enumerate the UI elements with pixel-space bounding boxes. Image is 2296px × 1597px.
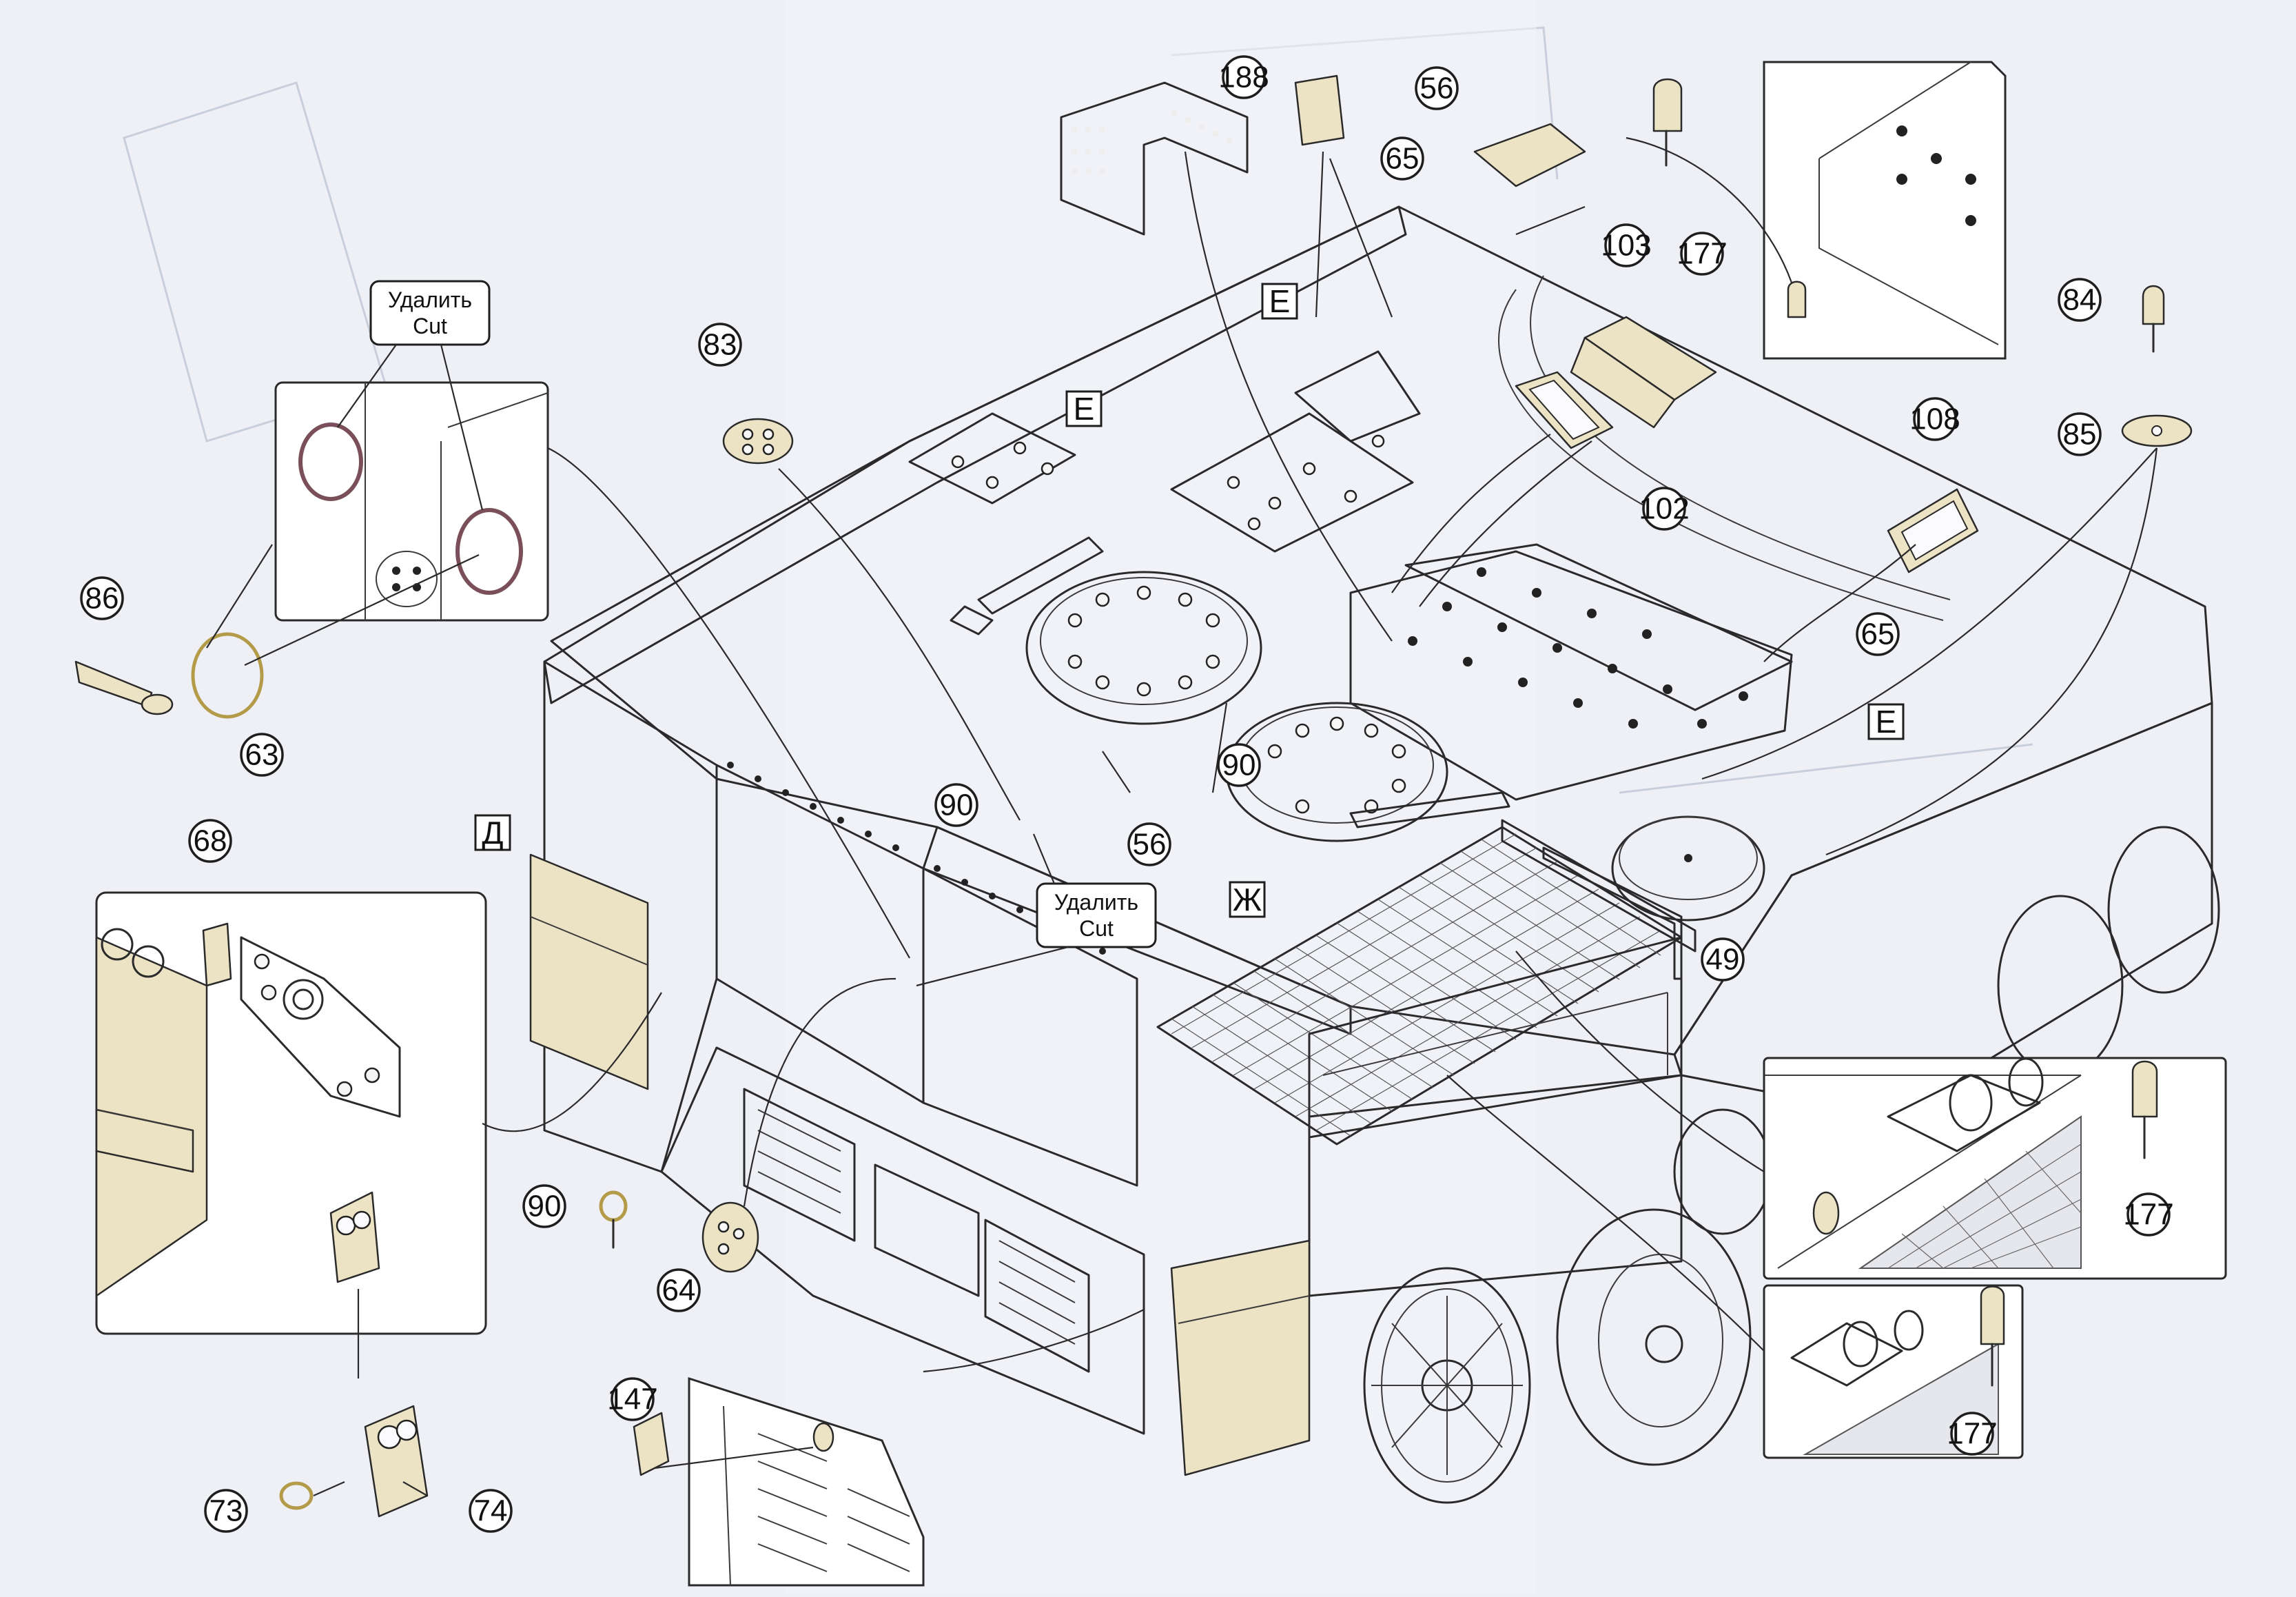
inset-ring-cut: [274, 381, 549, 622]
rear-deck: [1308, 936, 1683, 1139]
svg-text:90: 90: [940, 789, 974, 822]
svg-text:63: 63: [245, 738, 279, 772]
inset-right-2: [1763, 1284, 2024, 1459]
inset-top-right: [1763, 61, 2007, 360]
letter-de: Д: [474, 814, 511, 851]
mudflap-front: [529, 853, 649, 1090]
letter-e-top: E: [1261, 283, 1298, 320]
cut-note-center: Удалить Cut: [1036, 882, 1157, 948]
svg-text:56: 56: [1420, 72, 1454, 105]
callout-65-top: 65: [1380, 136, 1424, 181]
svg-text:177: 177: [1677, 237, 1727, 271]
svg-text:E: E: [1074, 391, 1095, 427]
background-ghost-lines: [123, 0, 2033, 1594]
letter-labels: E E E Д Ж: [474, 283, 1905, 918]
svg-text:Д: Д: [482, 815, 503, 851]
callout-177-top: 177: [1677, 232, 1728, 276]
svg-text:83: 83: [704, 328, 737, 362]
svg-text:Cut: Cut: [1079, 916, 1114, 941]
svg-text:56: 56: [1133, 828, 1167, 862]
callout-83: 83: [698, 323, 742, 367]
letter-e-left: E: [1065, 390, 1103, 427]
callout-102: 102: [1639, 487, 1690, 531]
svg-text:103: 103: [1601, 229, 1651, 263]
part-callouts: 188 65 56 177 103 84 85 83 102 108 65 86…: [80, 55, 2174, 1533]
svg-text:Ж: Ж: [1233, 882, 1262, 917]
cut-note-leaders: [337, 344, 1069, 987]
svg-text:Cut: Cut: [413, 314, 447, 338]
svg-text:73: 73: [209, 1494, 243, 1528]
svg-text:64: 64: [662, 1274, 696, 1308]
svg-text:85: 85: [2063, 418, 2097, 451]
pe-parts: [74, 74, 2193, 1518]
callout-90-bottom: 90: [522, 1184, 566, 1228]
callout-90-left: 90: [934, 783, 978, 827]
callout-84: 84: [2058, 278, 2102, 322]
svg-text:90: 90: [1222, 749, 1256, 782]
svg-text:65: 65: [1861, 618, 1895, 651]
driver-hatch: [1225, 702, 1510, 842]
callout-74: 74: [469, 1489, 513, 1533]
svg-text:147: 147: [607, 1383, 657, 1416]
svg-text:188: 188: [1218, 61, 1269, 94]
callout-49: 49: [1701, 937, 1745, 981]
leader-lines: [206, 136, 2158, 1497]
callout-177-mid: 177: [2123, 1192, 2174, 1237]
callout-64: 64: [657, 1268, 701, 1312]
callout-56-top: 56: [1415, 66, 1459, 110]
svg-text:65: 65: [1386, 142, 1419, 176]
callout-68: 68: [188, 819, 232, 863]
callout-188: 188: [1218, 55, 1269, 99]
callout-177-bottom: 177: [1947, 1412, 1998, 1456]
side-vents: [743, 1088, 1090, 1373]
svg-text:68: 68: [194, 824, 227, 858]
svg-text:74: 74: [474, 1494, 508, 1528]
svg-text:102: 102: [1639, 492, 1689, 526]
callout-73: 73: [204, 1489, 248, 1533]
letter-e-right: E: [1867, 703, 1905, 740]
callout-108: 108: [1909, 397, 1960, 441]
svg-text:177: 177: [2123, 1198, 2173, 1232]
mudflap-rear: [1170, 1239, 1311, 1476]
cut-note-top: Удалить Cut: [369, 280, 491, 346]
svg-text:49: 49: [1706, 943, 1740, 977]
callout-86: 86: [80, 576, 124, 620]
callout-56-center: 56: [1127, 822, 1171, 866]
deck-panels: [908, 350, 1421, 553]
callout-85: 85: [2058, 412, 2102, 456]
svg-text:Удалить: Удалить: [1054, 890, 1138, 915]
inset-side-vent: [688, 1376, 925, 1587]
svg-text:90: 90: [528, 1190, 562, 1223]
callout-147: 147: [607, 1377, 658, 1421]
callout-65-right: 65: [1856, 612, 1900, 656]
callout-63: 63: [240, 733, 284, 777]
callout-90-center: 90: [1217, 743, 1261, 787]
svg-text:E: E: [1269, 283, 1291, 319]
commander-hatch: [950, 536, 1262, 725]
svg-text:E: E: [1876, 704, 1897, 740]
svg-text:86: 86: [85, 582, 119, 616]
svg-text:108: 108: [1909, 403, 1960, 436]
inset-mudflap-hinge: [95, 891, 487, 1335]
svg-text:177: 177: [1947, 1417, 1997, 1451]
callout-103: 103: [1601, 223, 1652, 267]
svg-text:84: 84: [2063, 283, 2097, 317]
engine-deck-bolts: [1408, 567, 1748, 729]
road-wheels: [1363, 826, 2220, 1504]
letter-zhe: Ж: [1229, 881, 1266, 918]
inset-right-1: [1763, 1057, 2227, 1280]
svg-text:Удалить: Удалить: [388, 287, 472, 312]
